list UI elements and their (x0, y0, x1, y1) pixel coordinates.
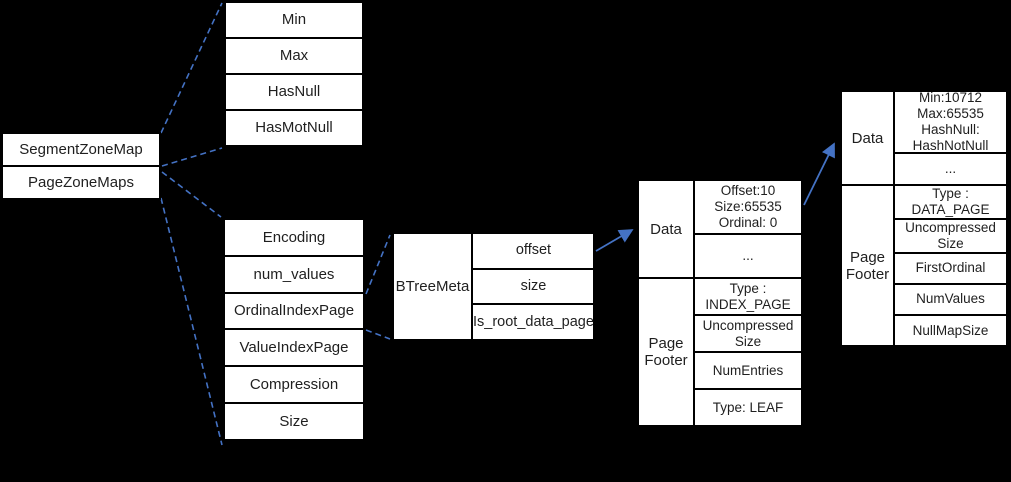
btree-row-offset: offset (515, 242, 552, 259)
dashed-link-ordinalindexpage-top (365, 234, 391, 295)
arrow-index-entry-to-data-page (803, 142, 835, 206)
index-entry-ellipsis-cell: ... (695, 233, 801, 277)
meta-row-ordinalindexpage: OrdinalIndexPage (225, 291, 363, 329)
zonemap-box: SegmentZoneMap PageZoneMaps (1, 132, 161, 200)
data-footer-nullmapsize-cell: NullMapSize (895, 313, 1006, 345)
btree-row-is-root-data-page: Is_root_data_page (473, 303, 594, 339)
index-page-footer-section: Page Footer Type : INDEX_PAGE Uncompress… (639, 277, 801, 425)
dashed-link-segmentzonemap-bottom (161, 147, 223, 167)
btree-meta-cells: offset size Is_root_data_page (473, 234, 594, 339)
btree-row-size: size (473, 267, 594, 304)
detail-row-hasmotnull: HasMotNull (226, 109, 362, 145)
data-page-ellipsis-cell: ... (895, 152, 1006, 184)
dashed-link-segmentzonemap-top (160, 2, 223, 134)
dashed-link-pagezonemaps-top (161, 171, 222, 218)
dashed-link-ordinalindexpage-bottom (365, 329, 391, 340)
index-page-data-label: Data (639, 181, 695, 277)
index-page-data-cells: Offset:10 Size:65535 Ordinal: 0 ... (695, 181, 801, 277)
data-footer-type-cell: Type : DATA_PAGE (911, 186, 990, 217)
page-zonemap-detail-box: Encoding num_values OrdinalIndexPage Val… (223, 218, 365, 441)
index-footer-type-leaf-cell: Type: LEAF (695, 388, 801, 425)
meta-row-encoding: Encoding (262, 228, 326, 246)
detail-row-min: Min (281, 11, 307, 29)
zonemap-row-pagezonemaps: PageZoneMaps (3, 165, 159, 198)
index-page-footer-label: Page Footer (639, 279, 695, 425)
index-footer-type-cell: Type : INDEX_PAGE (705, 280, 791, 312)
meta-row-size: Size (225, 402, 363, 439)
index-footer-numentries-cell: NumEntries (695, 351, 801, 388)
data-page-box: Data Min:10712 Max:65535 HashNull: HashN… (840, 90, 1008, 347)
meta-row-compression: Compression (225, 365, 363, 402)
detail-row-hasnull: HasNull (226, 73, 362, 109)
index-page-footer-cells: Type : INDEX_PAGE Uncompressed Size NumE… (695, 279, 801, 425)
index-page-box: Data Offset:10 Size:65535 Ordinal: 0 ...… (637, 179, 803, 427)
dashed-link-pagezonemaps-bottom (160, 197, 223, 446)
data-footer-firstordinal-cell: FirstOrdinal (895, 251, 1006, 283)
arrow-offset-to-index-page (595, 229, 634, 252)
meta-row-num-values: num_values (225, 254, 363, 292)
index-footer-uncompressed-size-cell: Uncompressed Size (695, 314, 801, 351)
data-page-data-cells: Min:10712 Max:65535 HashNull: HashNotNul… (895, 90, 1006, 184)
data-footer-numvalues-cell: NumValues (895, 282, 1006, 314)
zonemap-row-segmentzonemap: SegmentZoneMap (19, 140, 143, 158)
btree-meta-box: BTreeMeta offset size Is_root_data_page (392, 232, 595, 341)
data-page-zonemap-cell: Min:10712 Max:65535 HashNull: HashNotNul… (912, 90, 989, 153)
data-page-data-section: Data Min:10712 Max:65535 HashNull: HashN… (842, 90, 1006, 184)
data-page-footer-cells: Type : DATA_PAGE Uncompressed Size First… (895, 186, 1006, 345)
detail-row-max: Max (226, 37, 362, 73)
data-footer-uncompressed-size-cell: Uncompressed Size (895, 217, 1006, 252)
btree-meta-label: BTreeMeta (394, 234, 473, 339)
index-page-data-section: Data Offset:10 Size:65535 Ordinal: 0 ... (639, 181, 801, 277)
segment-zonemap-detail-box: Min Max HasNull HasMotNull (224, 1, 364, 147)
data-page-footer-section: Page Footer Type : DATA_PAGE Uncompresse… (842, 184, 1006, 345)
data-page-data-label: Data (842, 92, 895, 184)
data-page-footer-label: Page Footer (842, 186, 895, 345)
meta-row-valueindexpage: ValueIndexPage (225, 328, 363, 365)
index-entry-cell: Offset:10 Size:65535 Ordinal: 0 (714, 183, 782, 230)
